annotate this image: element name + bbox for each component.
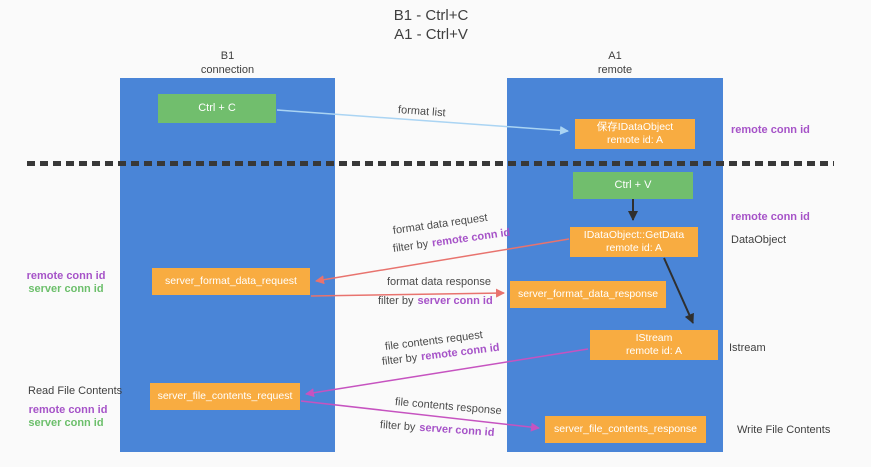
write-file-contents-label: Write File Contents xyxy=(737,424,831,436)
istream-box: IStream remote id: A xyxy=(590,330,718,360)
ctrl-c-label: Ctrl + C xyxy=(198,102,236,114)
server-conn-id-text: server conn id xyxy=(418,421,495,439)
getdata-line2: remote id: A xyxy=(605,242,663,254)
left-lifeline-role: connection xyxy=(200,64,255,76)
format-data-response-label: format data response xyxy=(387,276,491,288)
title-line-1: B1 - Ctrl+C xyxy=(393,7,469,24)
remote-conn-id-text: remote conn id xyxy=(431,226,511,250)
right-remote-conn-id-1: remote conn id xyxy=(731,124,810,136)
server-file-contents-response-label: server_file_contents_response xyxy=(553,423,697,435)
filter-by-text: filter by xyxy=(378,295,414,307)
save-idataobject-line1: 保存IDataObject xyxy=(596,121,674,133)
ctrl-v-label: Ctrl + V xyxy=(614,179,652,191)
right-remote-conn-id-2: remote conn id xyxy=(731,211,810,223)
filter-by-text: filter by xyxy=(379,419,416,434)
istream-line2: remote id: A xyxy=(625,345,683,357)
save-idataobject-line2: remote id: A xyxy=(606,134,664,146)
server-format-data-response-box: server_format_data_response xyxy=(510,281,666,308)
left-lifeline-header: B1 connection xyxy=(120,49,335,77)
left-lifeline-name: B1 xyxy=(220,50,235,62)
dataobject-label: DataObject xyxy=(731,234,787,246)
left-remote-conn-id-1: remote conn id xyxy=(26,270,106,282)
right-lifeline-header: A1 remote xyxy=(507,49,723,77)
server-file-contents-request-label: server_file_contents_request xyxy=(157,390,293,402)
save-idataobject-box: 保存IDataObject remote id: A xyxy=(575,119,695,149)
ctrl-v-box: Ctrl + V xyxy=(573,172,693,199)
filter-by-text: filter by xyxy=(392,238,429,255)
diagram-title: B1 - Ctrl+C A1 - Ctrl+V xyxy=(331,6,531,44)
right-lifeline-role: remote xyxy=(597,64,633,76)
file-contents-response-label: file contents response xyxy=(394,396,503,418)
server-format-data-response-label: server_format_data_response xyxy=(517,288,659,300)
read-file-contents-label: Read File Contents xyxy=(28,385,123,397)
idataobject-getdata-box: IDataObject::GetData remote id: A xyxy=(570,227,698,257)
server-file-contents-response-box: server_file_contents_response xyxy=(545,416,706,443)
getdata-line1: IDataObject::GetData xyxy=(583,229,685,241)
session-separator-dashed-line xyxy=(27,161,834,166)
istream-line1: IStream xyxy=(635,332,673,344)
filter-by-text: filter by xyxy=(381,351,418,368)
server-format-data-request-label: server_format_data_request xyxy=(165,275,297,287)
left-server-conn-id-2: server conn id xyxy=(28,417,104,429)
left-server-conn-id-1: server conn id xyxy=(28,283,104,295)
server-conn-id-text: server conn id xyxy=(417,295,493,307)
server-format-data-request-box: server_format_data_request xyxy=(152,268,310,295)
ctrl-c-box: Ctrl + C xyxy=(158,94,276,123)
left-remote-conn-id-2: remote conn id xyxy=(28,404,108,416)
title-line-2: A1 - Ctrl+V xyxy=(394,26,468,43)
istream-side-label: Istream xyxy=(729,342,766,354)
right-lifeline-name: A1 xyxy=(608,50,622,62)
server-file-contents-request-box: server_file_contents_request xyxy=(150,383,300,410)
format-list-label: format list xyxy=(397,104,446,120)
